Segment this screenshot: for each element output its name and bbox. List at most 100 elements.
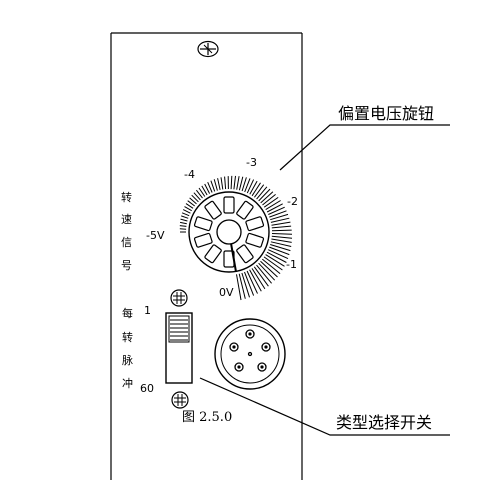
dial-scale-labels: -5V -4 -3 -2 -1 0V: [146, 156, 298, 299]
dial-tick: [182, 209, 191, 214]
dial-tick: [233, 175, 236, 190]
knob-grip-slot: [204, 244, 222, 264]
type-selection-switch[interactable]: [165, 312, 193, 384]
dial-tick: [185, 203, 194, 209]
dial-tick: [213, 179, 218, 191]
top-screw-icon: [197, 40, 219, 58]
connector-icon: [214, 318, 286, 390]
dial-tick: [191, 194, 199, 203]
scale-label-neg5v: -5V: [146, 229, 165, 242]
bias-voltage-knob-callout: 偏置电压旋钮: [338, 104, 434, 123]
switch-position-top-label: 1: [144, 304, 151, 317]
toggle-switch-lever-icon: [168, 315, 190, 343]
knob-grip-slot: [236, 200, 254, 220]
type-selection-switch-callout: 类型选择开关: [336, 413, 432, 432]
pulses-per-rev-label: 每 转 脉 冲: [122, 306, 133, 390]
speed-signal-char-3: 信: [121, 236, 132, 249]
dial-tick: [236, 274, 242, 301]
dial-tick: [241, 272, 250, 298]
dial-tick: [244, 178, 251, 193]
dial-tick: [265, 200, 281, 211]
bias-voltage-knob[interactable]: [179, 175, 293, 301]
dial-tick: [246, 179, 255, 194]
dial-tick: [244, 271, 255, 296]
dial-tick: [220, 177, 224, 190]
dial-tick: [249, 180, 258, 195]
dial-tick: [249, 269, 262, 292]
dial-tick: [181, 215, 189, 219]
dial-tick: [193, 192, 201, 201]
switch-leader-line: [199, 377, 450, 436]
dial-tick: [267, 249, 289, 260]
dial-tick: [184, 206, 192, 212]
dial-tick: [246, 270, 258, 294]
pulses-per-rev-char-2: 转: [122, 330, 133, 344]
dial-tick: [271, 238, 292, 243]
dial-tick: [263, 196, 279, 208]
dial-tick: [261, 258, 281, 274]
dial-tick: [251, 268, 266, 290]
scale-label-neg4: -4: [184, 168, 195, 181]
dial-tick: [238, 176, 244, 191]
dial-tick: [217, 178, 221, 191]
dial-tick: [271, 229, 292, 232]
pulses-per-rev-char-3: 脉: [122, 353, 133, 367]
dial-tick: [251, 182, 261, 197]
dial-tick: [270, 217, 290, 223]
switch-bottom-screw-icon: [171, 391, 189, 409]
dial-tick: [270, 244, 291, 252]
dial-tick: [263, 256, 283, 271]
dial-tick: [269, 210, 287, 218]
dial-tick: [269, 246, 290, 256]
dial-tick: [201, 185, 208, 196]
dial-tick: [270, 241, 292, 247]
dial-tick: [271, 233, 293, 235]
knob-grip-slot: [245, 232, 265, 248]
scale-label-neg2: -2: [287, 195, 298, 208]
dial-tick: [179, 225, 187, 227]
dial-tick: [258, 188, 271, 202]
scale-label-neg1: -1: [286, 258, 297, 271]
knob-grip-slot: [236, 244, 254, 264]
dial-tick: [210, 180, 216, 192]
dial-tick: [271, 225, 292, 229]
switch-top-screw-icon: [170, 289, 188, 307]
dial-tick: [256, 186, 268, 200]
dial-tick: [265, 254, 285, 267]
knob-grip-slot: [193, 216, 213, 232]
dial-tick: [207, 182, 213, 193]
panel-outline: [110, 32, 303, 480]
dial-tick: [180, 218, 188, 222]
dial-tick: [181, 212, 190, 217]
dial-tick: [224, 176, 227, 190]
scale-label-neg3: -3: [246, 156, 257, 169]
dial-tick: [258, 262, 276, 281]
dial-tick: [271, 221, 291, 226]
dial-tick: [230, 175, 233, 190]
scale-label-0v: 0V: [219, 286, 234, 299]
dial-tick: [260, 191, 274, 204]
dial-tick: [268, 206, 285, 215]
dial-tick: [196, 189, 203, 199]
knob-grip-slot: [245, 216, 265, 232]
dial-tick: [204, 183, 211, 194]
knob-grip-slots: [193, 196, 265, 272]
dial-tick: [271, 235, 293, 239]
knob-center-icon: [216, 219, 242, 245]
dial-tick: [260, 260, 278, 278]
dial-tick: [238, 273, 246, 299]
dial-tick: [253, 266, 269, 287]
dial-tick: [180, 221, 187, 225]
dial-tick-marks: [179, 175, 293, 301]
dial-tick: [270, 213, 289, 221]
dial-tick: [262, 194, 276, 206]
pulses-per-rev-char-4: 冲: [122, 376, 133, 390]
knob-grip-slot: [223, 196, 235, 214]
dial-tick: [187, 200, 196, 207]
knob-grip-slot: [204, 200, 222, 220]
figure-caption: 图 2.5.0: [182, 410, 232, 425]
dial-tick: [253, 184, 265, 198]
dial-tick: [256, 264, 272, 284]
dial-tick: [236, 176, 240, 190]
